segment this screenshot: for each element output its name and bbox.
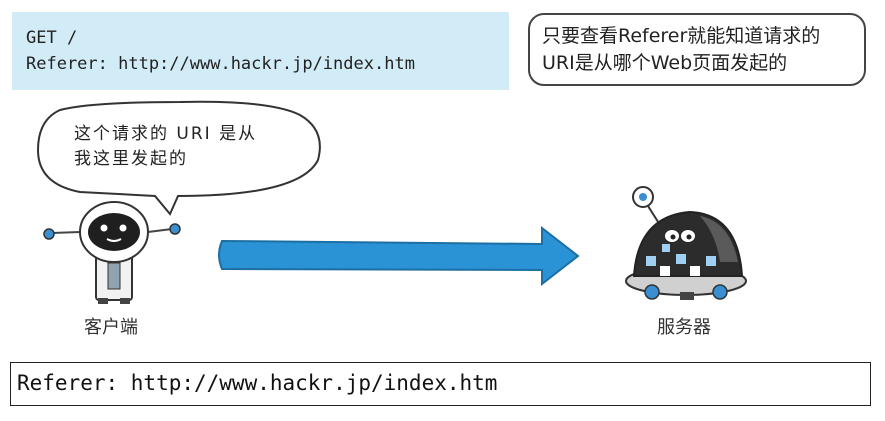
- http-request-box: GET / Referer: http://www.hackr.jp/index…: [12, 12, 509, 90]
- request-line-get: GET /: [26, 28, 78, 48]
- client-label: 客户端: [84, 317, 138, 338]
- server-label: 服务器: [657, 317, 711, 338]
- server-robot-icon: [625, 186, 747, 300]
- request-arrow: [218, 225, 580, 287]
- speech-bubble-text: 这个请求的 URI 是从 我这里发起的: [74, 122, 304, 172]
- explanation-note: 只要查看Referer就能知道请求的 URI是从哪个Web页面发起的: [528, 13, 866, 86]
- bubble-line-2: 我这里发起的: [74, 149, 188, 169]
- request-line-referer: Referer: http://www.hackr.jp/index.htm: [26, 54, 415, 74]
- bubble-line-1: 这个请求的 URI 是从: [74, 124, 258, 144]
- referer-code-box: Referer: http://www.hackr.jp/index.htm: [10, 362, 871, 406]
- note-line-1: 只要查看Referer就能知道请求的: [542, 25, 821, 47]
- note-line-2: URI是从哪个Web页面发起的: [542, 52, 788, 74]
- client-robot-icon: [43, 201, 181, 304]
- speech-bubble: [36, 100, 321, 216]
